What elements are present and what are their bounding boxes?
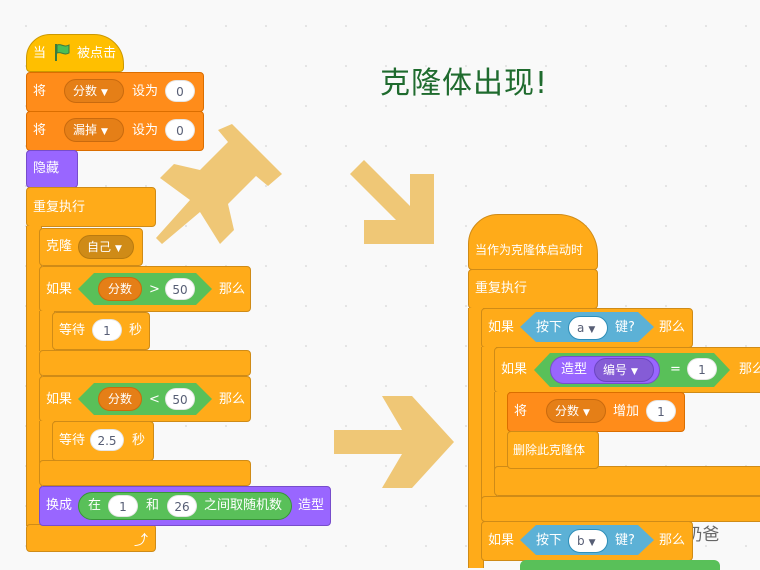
hide-label: 隐藏 bbox=[33, 161, 60, 176]
caret-down-icon: ▼ bbox=[588, 325, 596, 335]
operator-symbol: < bbox=[149, 392, 160, 407]
costume-property-dropdown[interactable]: 编号▼ bbox=[594, 358, 654, 382]
hat-label: 当作为克隆体启动时 bbox=[475, 243, 584, 257]
value-input[interactable]: 1 bbox=[687, 358, 717, 380]
seconds-label: 秒 bbox=[132, 433, 146, 448]
dropdown-value: 漏掉 bbox=[73, 123, 98, 137]
key-suffix-label: 键? bbox=[615, 320, 635, 335]
random-label: 之间取随机数 bbox=[204, 498, 283, 513]
wait-label: 等待 bbox=[59, 433, 86, 448]
dropdown-value: 编号 bbox=[603, 363, 628, 377]
page-heading: 克隆体出现! bbox=[380, 66, 549, 101]
caret-down-icon: ▼ bbox=[101, 127, 108, 137]
change-by-label: 增加 bbox=[613, 404, 640, 419]
if-label: 如果 bbox=[488, 533, 515, 548]
operator-symbol: > bbox=[149, 282, 160, 297]
caret-down-icon: ▼ bbox=[101, 88, 108, 98]
variable-dropdown-score[interactable]: 分数▼ bbox=[546, 399, 606, 423]
if-label: 如果 bbox=[46, 282, 73, 297]
switch-label: 换成 bbox=[46, 498, 73, 513]
caret-down-icon: ▼ bbox=[588, 538, 596, 548]
partial-operator bbox=[520, 560, 720, 570]
hat-clicked-label: 被点击 bbox=[77, 46, 117, 61]
forever-bottom bbox=[26, 524, 156, 552]
value-input[interactable]: 0 bbox=[165, 80, 195, 102]
costume-label: 造型 bbox=[298, 498, 325, 513]
dropdown-value: 自己 bbox=[87, 240, 112, 254]
down-right-arrow-icon bbox=[350, 160, 434, 244]
press-label: 按下 bbox=[536, 320, 563, 335]
then-label: 那么 bbox=[659, 320, 686, 335]
seconds-input[interactable]: 2.5 bbox=[90, 429, 124, 451]
caret-down-icon: ▼ bbox=[115, 244, 122, 254]
loop-arrow-icon: ⤴ bbox=[134, 533, 148, 549]
dropdown-value: a bbox=[577, 321, 585, 335]
set-to-label: 设为 bbox=[132, 123, 159, 138]
then-label: 那么 bbox=[219, 392, 246, 407]
caret-down-icon: ▼ bbox=[583, 408, 590, 418]
value-input[interactable]: 50 bbox=[165, 388, 195, 410]
then-label: 那么 bbox=[219, 282, 246, 297]
value-input[interactable]: 1 bbox=[646, 400, 676, 422]
caret-down-icon: ▼ bbox=[631, 367, 638, 377]
if-bottom-1 bbox=[39, 350, 251, 376]
right-arrow-icon bbox=[334, 396, 454, 488]
key-suffix-label: 键? bbox=[615, 533, 635, 548]
when-flag-clicked-block[interactable] bbox=[26, 34, 124, 72]
random-and-label: 和 bbox=[146, 498, 160, 513]
press-label: 按下 bbox=[536, 533, 563, 548]
hat-when-label: 当 bbox=[33, 46, 47, 61]
costume-label: 造型 bbox=[561, 362, 588, 377]
forever-block[interactable] bbox=[26, 187, 156, 227]
random-in-label: 在 bbox=[88, 498, 102, 513]
if-bottom-2 bbox=[39, 460, 251, 486]
dropdown-value: 分数 bbox=[73, 84, 98, 98]
when-start-as-clone-block[interactable] bbox=[468, 214, 598, 270]
variable-dropdown-missed[interactable]: 漏掉▼ bbox=[64, 118, 124, 142]
if-bottom-a bbox=[481, 496, 760, 522]
forever-label: 重复执行 bbox=[33, 200, 86, 215]
clone-target-dropdown[interactable]: 自己▼ bbox=[78, 235, 134, 259]
value-input[interactable]: 0 bbox=[165, 119, 195, 141]
pushpin-icon bbox=[156, 124, 282, 244]
wait-label: 等待 bbox=[59, 323, 86, 338]
seconds-label: 秒 bbox=[129, 323, 143, 338]
green-flag-icon bbox=[55, 44, 70, 61]
forever-label: 重复执行 bbox=[475, 281, 528, 296]
if-label: 如果 bbox=[488, 320, 515, 335]
set-label: 将 bbox=[514, 404, 528, 419]
key-dropdown-a[interactable]: a▼ bbox=[568, 316, 608, 340]
if-label: 如果 bbox=[501, 362, 528, 377]
delete-clone-label: 删除此克隆体 bbox=[513, 443, 586, 457]
then-label: 那么 bbox=[739, 362, 760, 377]
forever-block[interactable] bbox=[468, 269, 598, 309]
dropdown-value: 分数 bbox=[555, 404, 580, 418]
delete-clone-block[interactable] bbox=[507, 431, 599, 469]
key-dropdown-b[interactable]: b▼ bbox=[568, 529, 608, 553]
value-input[interactable]: 50 bbox=[165, 278, 195, 300]
set-label: 将 bbox=[33, 84, 47, 99]
set-label: 将 bbox=[33, 123, 47, 138]
score-reporter[interactable]: 分数 bbox=[98, 277, 142, 301]
hide-block[interactable] bbox=[26, 150, 78, 188]
score-reporter[interactable]: 分数 bbox=[98, 387, 142, 411]
random-to-input[interactable]: 26 bbox=[167, 495, 197, 517]
set-to-label: 设为 bbox=[132, 84, 159, 99]
dropdown-value: b bbox=[577, 534, 585, 548]
operator-symbol: = bbox=[670, 362, 681, 377]
then-label: 那么 bbox=[659, 533, 686, 548]
if-label: 如果 bbox=[46, 392, 73, 407]
variable-dropdown-score[interactable]: 分数▼ bbox=[64, 79, 124, 103]
random-from-input[interactable]: 1 bbox=[108, 495, 138, 517]
if-bottom-costume bbox=[494, 466, 760, 496]
clone-label: 克隆 bbox=[46, 239, 73, 254]
seconds-input[interactable]: 1 bbox=[92, 319, 122, 341]
